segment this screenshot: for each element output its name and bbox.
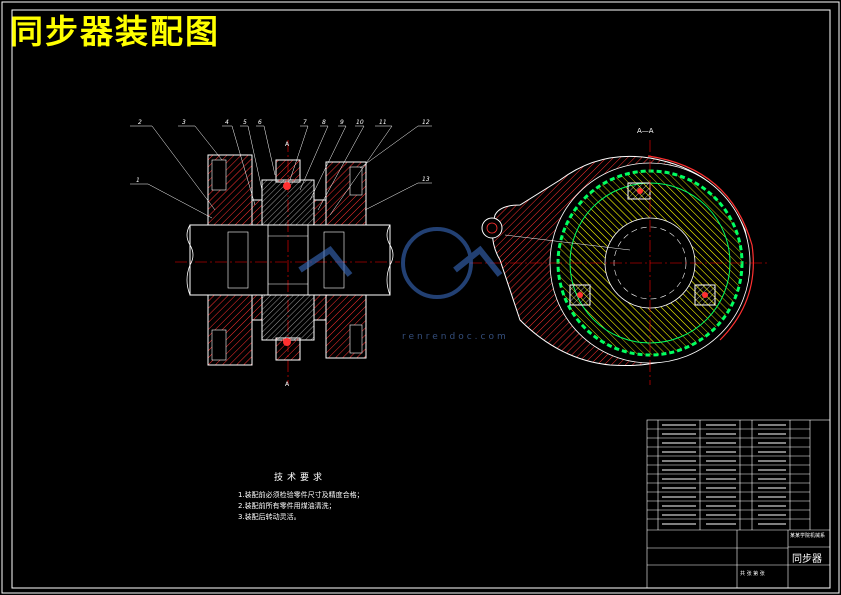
part-label: 11 — [379, 119, 387, 126]
part-label: 10 — [356, 119, 364, 126]
inner-border — [11, 9, 831, 589]
part-label: 2 — [138, 119, 142, 126]
part-label: 4 — [225, 119, 229, 126]
aa-section-view: A—A — [470, 127, 770, 385]
part-label: 12 — [422, 119, 430, 126]
tech-item: 1.装配前必须检验零件尺寸及精度合格； — [238, 491, 364, 499]
part-label: 13 — [422, 176, 430, 183]
part-label: 1 — [136, 177, 140, 184]
part-label: 5 — [243, 119, 247, 126]
view-marker-top: A — [285, 141, 290, 148]
watermark-logo — [298, 227, 503, 299]
technical-requirements: 技术要求 1.装配前必须检验零件尺寸及精度合格； 2.装配前所有零件用煤油清洗；… — [238, 473, 364, 523]
part-label: 3 — [182, 119, 186, 126]
view-marker-bottom: A — [285, 381, 290, 388]
title-block — [646, 419, 831, 589]
section-label: A—A — [637, 127, 654, 135]
bom-text-marks — [662, 424, 786, 525]
part-label: 8 — [322, 119, 326, 126]
part-label: 7 — [303, 119, 307, 126]
tech-item: 2.装配前所有零件用煤油清洗； — [238, 502, 336, 510]
watermark-text: renrendoc.com — [402, 332, 509, 342]
title-block-school: 某某学院机械系 — [790, 533, 826, 539]
tech-item: 3.装配后转动灵活。 — [238, 513, 301, 521]
title-block-name: 同步器 — [792, 554, 822, 565]
tech-heading: 技术要求 — [274, 473, 327, 483]
drawing-title: 同步器装配图 — [10, 12, 220, 51]
part-label: 6 — [258, 119, 262, 126]
section-view: A A 2 3 4 5 6 7 8 9 10 11 12 1 13 — [130, 119, 432, 388]
part-label: 9 — [340, 119, 344, 126]
title-block-sheet: 共 张 第 张 — [740, 571, 765, 577]
